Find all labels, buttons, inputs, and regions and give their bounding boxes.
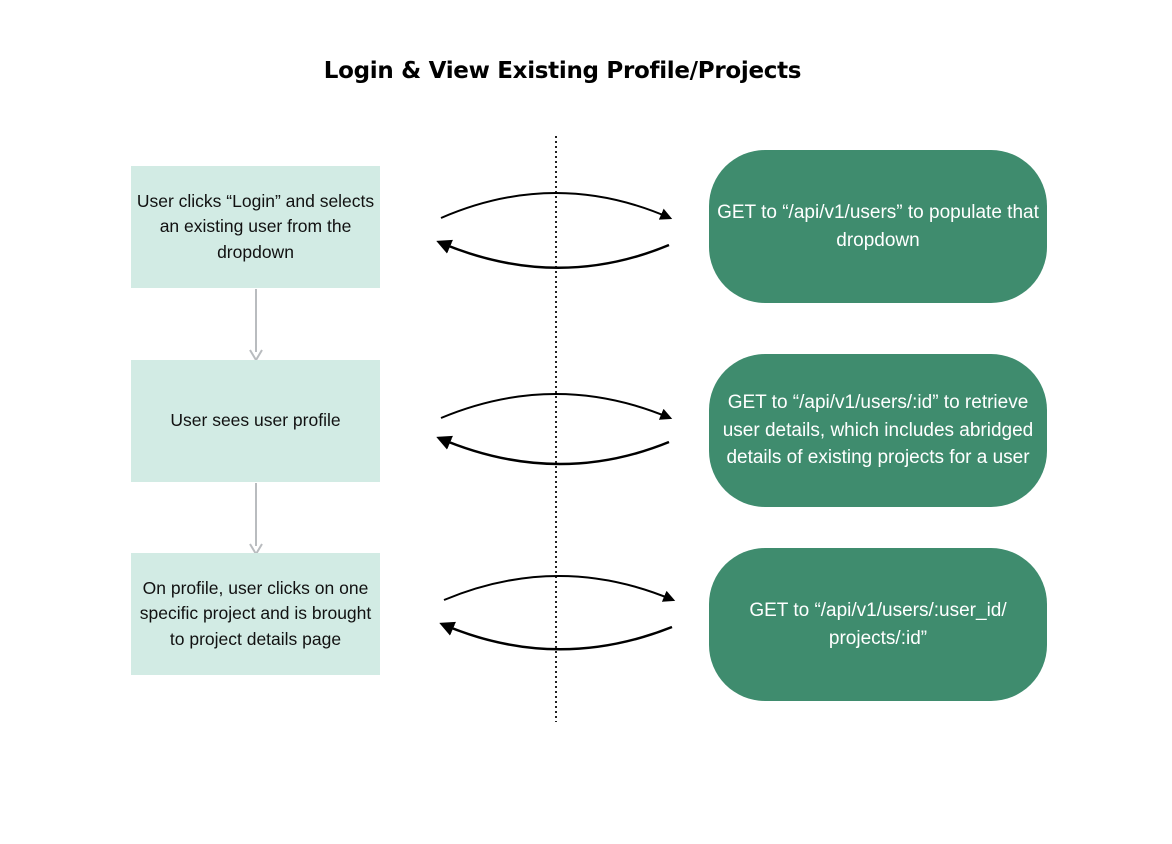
response-arrow-1: [436, 239, 670, 269]
client-step-text: User sees user profile: [170, 410, 341, 431]
response-arrow-3: [439, 621, 673, 651]
client-step-box-project: On profile, user clicks on one specific …: [131, 553, 380, 675]
vertical-connector-2: [249, 483, 263, 556]
request-response-arrows-1: [436, 192, 673, 269]
api-call-box-project-detail: GET to “/api/v1/users/:user_id/ projects…: [709, 548, 1047, 701]
api-call-text: GET to “/api/v1/users/:user_id/ projects…: [749, 600, 1007, 649]
client-step-box-login: User clicks “Login” and selects an exist…: [131, 166, 380, 288]
diagram-title: Login & View Existing Profile/Projects: [323, 58, 802, 84]
api-call-box-user-detail: GET to “/api/v1/users/:id” to retrieve u…: [709, 354, 1047, 507]
client-step-box-profile: User sees user profile: [131, 360, 380, 482]
api-call-text: GET to “/api/v1/users/:id” to retrieve u…: [722, 392, 1034, 469]
request-response-arrows-2: [436, 393, 673, 466]
client-step-text: User clicks “Login” and selects an exist…: [136, 190, 375, 262]
request-arrow-2: [440, 393, 673, 420]
request-arrow-3: [443, 575, 676, 602]
request-arrow-1: [440, 192, 673, 220]
api-call-box-users-list: GET to “/api/v1/users” to populate that …: [709, 150, 1047, 303]
response-arrow-2: [436, 435, 670, 466]
request-response-arrows-3: [439, 575, 676, 651]
vertical-connector-1: [249, 289, 263, 362]
api-call-text: GET to “/api/v1/users” to populate that …: [717, 202, 1039, 251]
client-step-text: On profile, user clicks on one specific …: [139, 577, 372, 649]
